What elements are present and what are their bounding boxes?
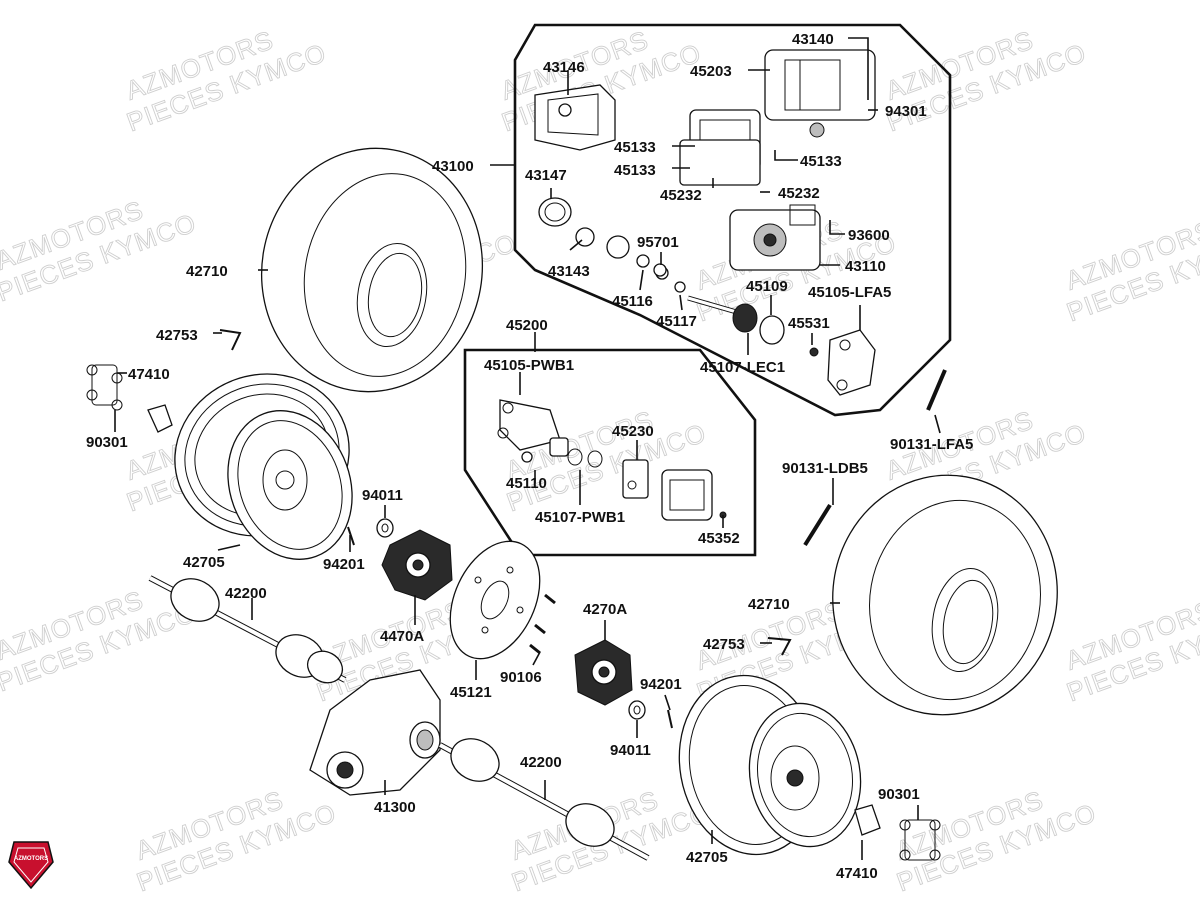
- leader-lines: [114, 37, 941, 860]
- label-94301: 94301: [885, 103, 927, 120]
- label-90301-lower: 90301: [878, 786, 920, 803]
- label-93600: 93600: [848, 227, 890, 244]
- label-45232-a: 45232: [660, 187, 702, 204]
- label-45105-pwb1: 45105-PWB1: [484, 357, 574, 374]
- bushing-45107-lec1: [732, 303, 819, 357]
- label-94011-left: 94011: [362, 487, 403, 504]
- label-94201-right: 94201: [640, 676, 682, 693]
- label-45107-pwb1: 45107-PWB1: [535, 509, 625, 526]
- label-45117: 45117: [656, 313, 697, 330]
- label-45531: 45531: [788, 315, 830, 332]
- piston-43147: [538, 197, 572, 227]
- caliper-body-43110: [729, 204, 821, 271]
- bracket-45105-pwb1: [497, 399, 561, 451]
- rim-upper-left: [174, 373, 353, 560]
- seals-45107-pwb1: [567, 448, 603, 468]
- label-43143: 43143: [548, 263, 590, 280]
- label-90301-upper: 90301: [86, 434, 128, 451]
- label-42710-upper: 42710: [186, 263, 228, 280]
- drive-shaft-lower: [438, 738, 650, 861]
- bolts-90106: [529, 593, 556, 655]
- brake-pad-set-45133: [679, 109, 761, 186]
- label-43110: 43110: [845, 258, 886, 275]
- nut-94011-right: [628, 700, 646, 720]
- label-42705-lower: 42705: [686, 849, 728, 866]
- bracket-45105-lfa5: [827, 329, 876, 396]
- stud-set-90301: [86, 364, 941, 861]
- label-45352: 45352: [698, 530, 740, 547]
- rear-caliper-frame: [463, 348, 757, 557]
- logo-text: AZMOTORS: [14, 856, 48, 862]
- caliper-assembly-frame: [513, 23, 952, 417]
- label-45107-lec1: 45107-LEC1: [700, 359, 785, 376]
- hub-4470a: [381, 529, 453, 601]
- tire-upper-left: [260, 147, 484, 393]
- drive-shaft-upper: [148, 575, 347, 684]
- label-45121: 45121: [450, 684, 492, 701]
- label-95701: 95701: [637, 234, 679, 251]
- label-42200-lower: 42200: [520, 754, 562, 771]
- bolts-90131: [803, 369, 947, 547]
- brake-disc-45121: [449, 540, 541, 660]
- label-45116: 45116: [612, 293, 653, 310]
- label-43140: 43140: [792, 31, 834, 48]
- label-90131-ldb5: 90131-LDB5: [782, 460, 868, 477]
- label-94201-left: 94201: [323, 556, 365, 573]
- label-4270a: 4270A: [583, 601, 627, 618]
- label-47410-lower: 47410: [836, 865, 878, 882]
- label-42710-lower: 42710: [748, 596, 790, 613]
- cotter-pin-94201: [347, 526, 673, 729]
- label-45200: 45200: [506, 317, 548, 334]
- valve-stem-42753: [219, 329, 792, 656]
- brake-caliper-43140: [764, 49, 876, 138]
- azmotors-logo: AZMOTORS: [8, 841, 54, 890]
- label-47410-upper: 47410: [128, 366, 170, 383]
- label-45203: 45203: [690, 63, 732, 80]
- label-45109: 45109: [746, 278, 788, 295]
- label-45133-a: 45133: [614, 139, 656, 156]
- caliper-bracket-43146: [534, 84, 616, 151]
- tire-lower-right: [832, 474, 1058, 716]
- differential-41300: [309, 669, 441, 796]
- label-42200-upper: 42200: [225, 585, 267, 602]
- hub-4270a: [574, 639, 633, 706]
- label-41300: 41300: [374, 799, 416, 816]
- label-94011-right: 94011: [610, 742, 651, 759]
- part-labels: 43140 45203 43146 94301 45133 45133 4513…: [86, 31, 973, 882]
- rear-caliper: [661, 469, 727, 521]
- label-45230: 45230: [612, 423, 654, 440]
- bolt-45109: [687, 295, 741, 316]
- label-90131-lfa5: 90131-LFA5: [890, 436, 973, 453]
- washer-95701: [653, 263, 667, 277]
- rim-lower-right: [678, 674, 862, 856]
- label-45133-c: 45133: [800, 153, 842, 170]
- label-43146: 43146: [543, 59, 585, 76]
- label-43147: 43147: [525, 167, 567, 184]
- label-4470a: 4470A: [380, 628, 424, 645]
- label-45133-b: 45133: [614, 162, 656, 179]
- pad-kit-45230: [622, 459, 649, 499]
- label-45232-b: 45232: [778, 185, 820, 202]
- label-43100: 43100: [432, 158, 474, 175]
- label-45105-lfa5: 45105-LFA5: [808, 284, 891, 301]
- label-90106: 90106: [500, 669, 542, 686]
- label-42753-lower: 42753: [703, 636, 745, 653]
- label-42753-upper: 42753: [156, 327, 198, 344]
- label-42705-upper: 42705: [183, 554, 225, 571]
- nut-94011-left: [376, 518, 394, 538]
- pin-45110: [521, 437, 569, 463]
- wheel-nut-47410: [147, 404, 881, 836]
- label-45110: 45110: [506, 475, 547, 492]
